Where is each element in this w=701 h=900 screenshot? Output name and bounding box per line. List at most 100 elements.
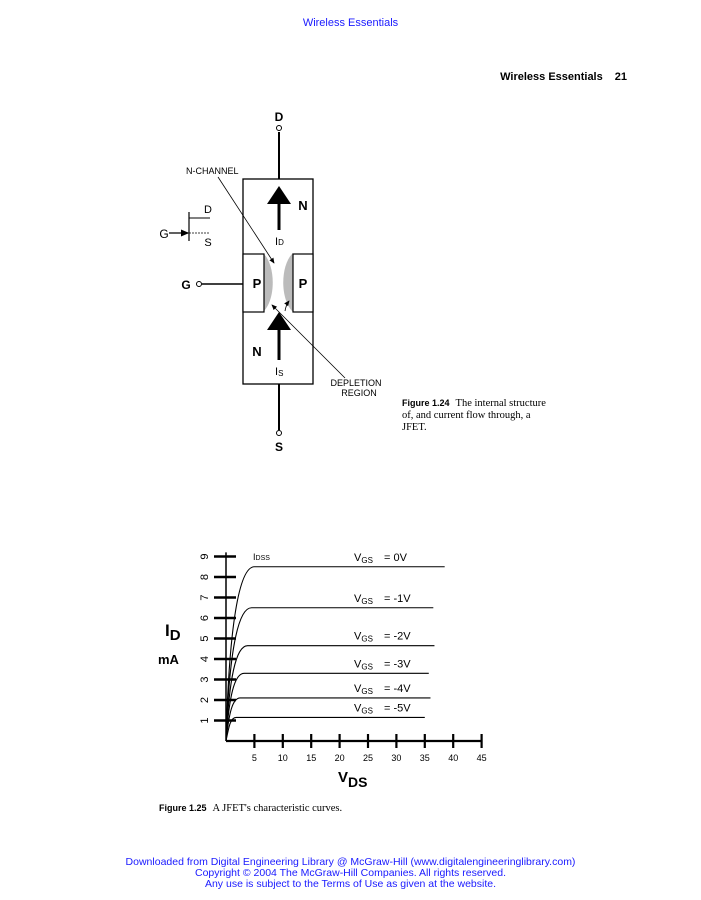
- y-axis-unit: mA: [158, 652, 180, 667]
- drain-terminal: [276, 125, 282, 131]
- y-tick-label: 4: [199, 656, 211, 662]
- symbol-d-label: D: [204, 204, 212, 216]
- id-main: I: [275, 236, 278, 248]
- x-tick-label: 5: [252, 753, 257, 763]
- series-label-v: V: [354, 631, 362, 643]
- n-channel-pointer: [217, 176, 275, 264]
- y-tick-label: 1: [199, 717, 211, 723]
- series-label-sub: GS: [361, 706, 373, 715]
- series-label: VGS = -1V: [354, 593, 411, 606]
- idss-sub: DSS: [256, 555, 271, 562]
- is-main: I: [275, 366, 278, 378]
- id-label: ID: [275, 236, 284, 248]
- depletion-pointer-1: [271, 304, 346, 379]
- page-header: Wireless Essentials 21: [500, 71, 627, 83]
- p-right-label: P: [299, 276, 308, 291]
- x-tick-label: 20: [335, 753, 345, 763]
- caption-text: The internal structure of, and current f…: [402, 398, 546, 433]
- series-label-v: V: [354, 702, 362, 714]
- drain-label: D: [275, 110, 284, 124]
- y-axis-label: ID: [165, 621, 181, 644]
- y-tick-label: 3: [199, 676, 211, 682]
- idss-main: I: [253, 552, 256, 562]
- caption-label: Figure 1.24: [402, 398, 450, 408]
- n-top-label: N: [298, 198, 307, 213]
- footer-terms[interactable]: Any use is subject to the Terms of Use a…: [204, 878, 497, 890]
- gate-label: G: [181, 278, 190, 292]
- series-label-value: = -3V: [384, 658, 411, 670]
- n-bottom-label: N: [252, 344, 261, 359]
- series-label: VGS= 0V: [354, 552, 408, 565]
- n-channel-label: N-CHANNEL: [186, 166, 239, 176]
- curve-vgs-3: [225, 672, 429, 742]
- x-axis-label: VDS: [338, 769, 367, 790]
- symbol-g-label: G: [159, 227, 168, 241]
- figure-1-25-caption: Figure 1.25 A JFET's characteristic curve…: [159, 802, 342, 815]
- curve-vgs-4: [225, 697, 431, 742]
- is-sub: S: [278, 369, 283, 378]
- x-tick-label: 35: [420, 753, 430, 763]
- footer-download-link[interactable]: Downloaded from Digital Engineering Libr…: [125, 856, 576, 868]
- curve-vgs-0: [225, 566, 445, 742]
- series-label-v: V: [354, 658, 362, 670]
- series-label-v: V: [354, 683, 362, 695]
- series-label-v: V: [354, 552, 362, 564]
- footer: Downloaded from Digital Engineering Libr…: [0, 857, 701, 890]
- curve-vgs-1: [225, 607, 434, 742]
- running-head[interactable]: Wireless Essentials: [302, 17, 399, 29]
- depletion-region-left: [263, 253, 273, 312]
- depletion-region-right: [283, 253, 293, 312]
- series-label-value: = -1V: [384, 593, 411, 605]
- y-tick-label: 7: [199, 594, 211, 600]
- p-left-label: P: [253, 276, 262, 291]
- depletion-label-2: REGION: [341, 388, 377, 398]
- curve-vgs-5: [225, 716, 425, 742]
- series-label-sub: GS: [361, 662, 373, 671]
- series-label-sub: GS: [361, 597, 373, 606]
- p-region-left: [242, 253, 265, 313]
- caption-text: A JFET's characteristic curves.: [212, 803, 343, 814]
- series-label: VGS = -5V: [354, 702, 411, 715]
- series-label-v: V: [354, 593, 362, 605]
- depletion-pointer-2: [284, 300, 290, 312]
- series-label-sub: GS: [361, 635, 373, 644]
- x-tick-label: 45: [477, 753, 487, 763]
- y-tick-label: 6: [199, 615, 211, 621]
- page-number: 21: [614, 71, 627, 83]
- x-tick-label: 15: [306, 753, 316, 763]
- source-terminal: [276, 430, 282, 436]
- series-label-value: = 0V: [384, 552, 408, 564]
- p-region-right: [292, 253, 314, 313]
- y-tick-label: 5: [199, 635, 211, 641]
- y-tick-label: 9: [199, 553, 211, 559]
- depletion-label-1: DEPLETION: [330, 378, 381, 388]
- y-tick-label: 2: [199, 697, 211, 703]
- footer-copyright: Copyright © 2004 The McGraw-Hill Compani…: [195, 867, 506, 879]
- series-label-value: = -5V: [384, 702, 411, 714]
- source-label: S: [275, 440, 283, 454]
- x-axis-label-sub: DS: [348, 774, 367, 790]
- x-axis-label-main: V: [338, 769, 348, 786]
- series-label: VGS = -2V: [354, 631, 411, 644]
- caption-label: Figure 1.25: [159, 803, 207, 813]
- y-axis-label-sub: D: [170, 627, 181, 644]
- symbol-s-label: S: [204, 237, 211, 249]
- series-label-value: = -4V: [384, 683, 411, 695]
- x-tick-label: 10: [278, 753, 288, 763]
- y-tick-label: 8: [199, 574, 211, 580]
- page-header-title: Wireless Essentials: [500, 71, 603, 83]
- series-label-value: = -2V: [384, 631, 411, 643]
- y-axis-label-main: I: [165, 621, 170, 640]
- series-label: VGS = -3V: [354, 658, 411, 671]
- gate-terminal: [196, 281, 202, 287]
- id-sub: D: [278, 238, 284, 247]
- series-label: VGS = -4V: [354, 683, 411, 696]
- x-tick-label: 25: [363, 753, 373, 763]
- idss-label: IDSS: [253, 552, 270, 562]
- is-label: IS: [275, 366, 283, 378]
- x-tick-label: 30: [391, 753, 401, 763]
- series-label-sub: GS: [361, 687, 373, 696]
